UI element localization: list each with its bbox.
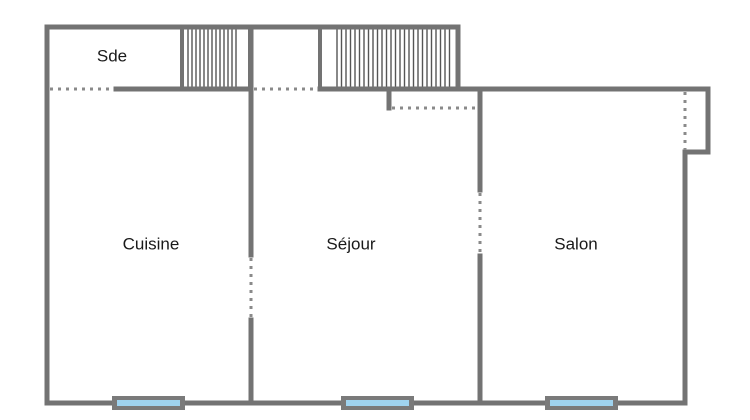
window-salon (545, 396, 618, 410)
room-label-cuisine: Cuisine (123, 234, 180, 253)
window-cuisine (112, 396, 185, 410)
staircase-right (318, 25, 460, 91)
staircase-left (180, 25, 252, 91)
room-label-sde: Sde (97, 46, 127, 65)
room-label-salon: Salon (554, 234, 597, 253)
room-label-sejour: Séjour (326, 234, 375, 253)
window-sejour (341, 396, 414, 410)
interior-walls (113, 24, 483, 406)
openings (50, 87, 687, 318)
